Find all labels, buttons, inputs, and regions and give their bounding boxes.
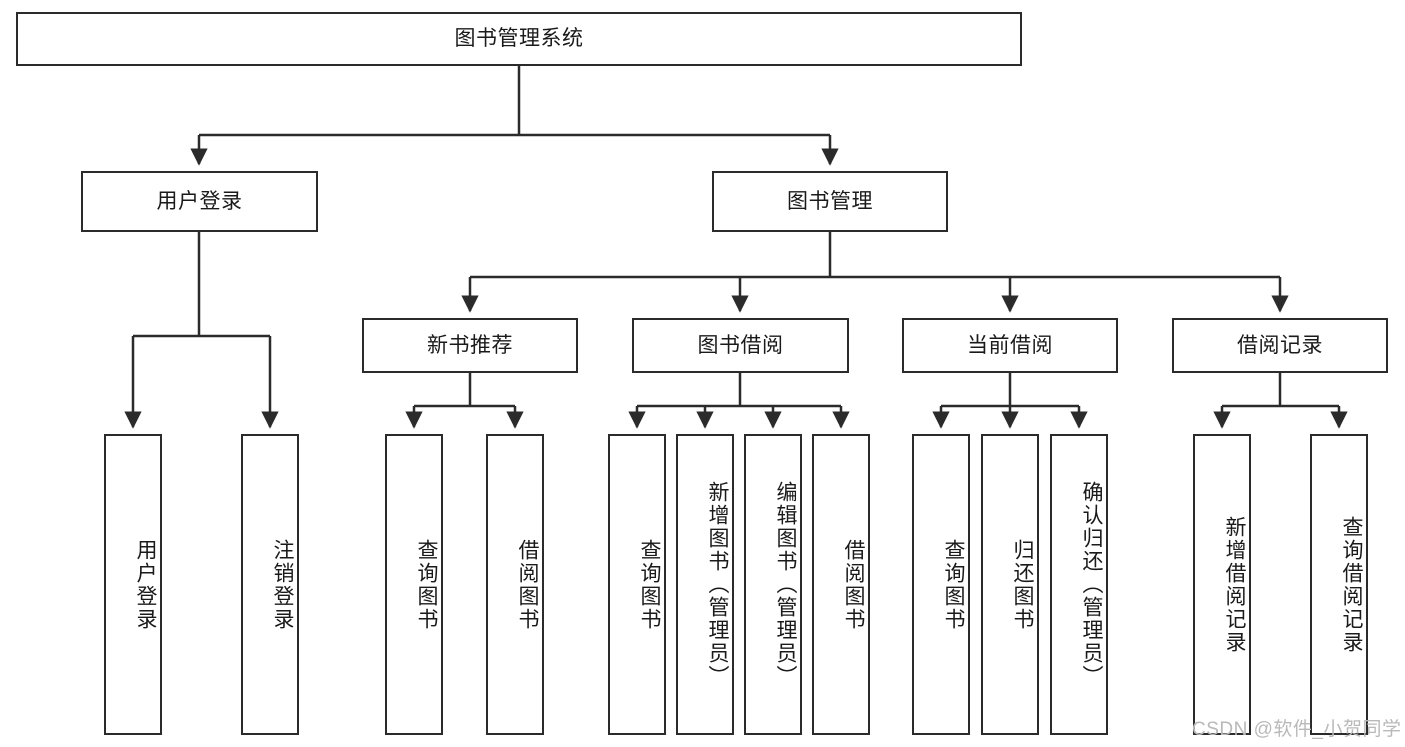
node-borrow-record[interactable]: 借阅记录 xyxy=(1172,318,1388,373)
node-leaf-query-book-1[interactable]: 查询图书 xyxy=(385,434,443,735)
node-leaf-query-book-2[interactable]: 查询图书 xyxy=(608,434,666,735)
node-leaf-user-login[interactable]: 用户登录 xyxy=(104,434,162,735)
node-leaf-edit-book[interactable]: 编辑图书（管理员） xyxy=(744,434,802,735)
node-new-book-recommend[interactable]: 新书推荐 xyxy=(362,318,578,373)
node-book-manage[interactable]: 图书管理 xyxy=(712,171,948,232)
node-root[interactable]: 图书管理系统 xyxy=(16,12,1022,66)
node-user-login[interactable]: 用户登录 xyxy=(81,171,318,232)
node-leaf-borrow-book-1[interactable]: 借阅图书 xyxy=(486,434,544,735)
node-leaf-borrow-book-2[interactable]: 借阅图书 xyxy=(812,434,870,735)
node-leaf-return-book[interactable]: 归还图书 xyxy=(981,434,1039,735)
node-leaf-query-book-3[interactable]: 查询图书 xyxy=(912,434,970,735)
node-current-borrow[interactable]: 当前借阅 xyxy=(902,318,1118,373)
node-leaf-confirm-return[interactable]: 确认归还（管理员） xyxy=(1050,434,1108,735)
node-leaf-user-logout[interactable]: 注销登录 xyxy=(241,434,299,735)
node-book-borrow[interactable]: 图书借阅 xyxy=(632,318,849,373)
csdn-watermark: CSDN @软件_小贺同学 xyxy=(1192,719,1402,740)
node-leaf-add-record[interactable]: 新增借阅记录 xyxy=(1193,434,1251,735)
node-leaf-query-record[interactable]: 查询借阅记录 xyxy=(1310,434,1368,735)
node-leaf-add-book[interactable]: 新增图书（管理员） xyxy=(676,434,734,735)
